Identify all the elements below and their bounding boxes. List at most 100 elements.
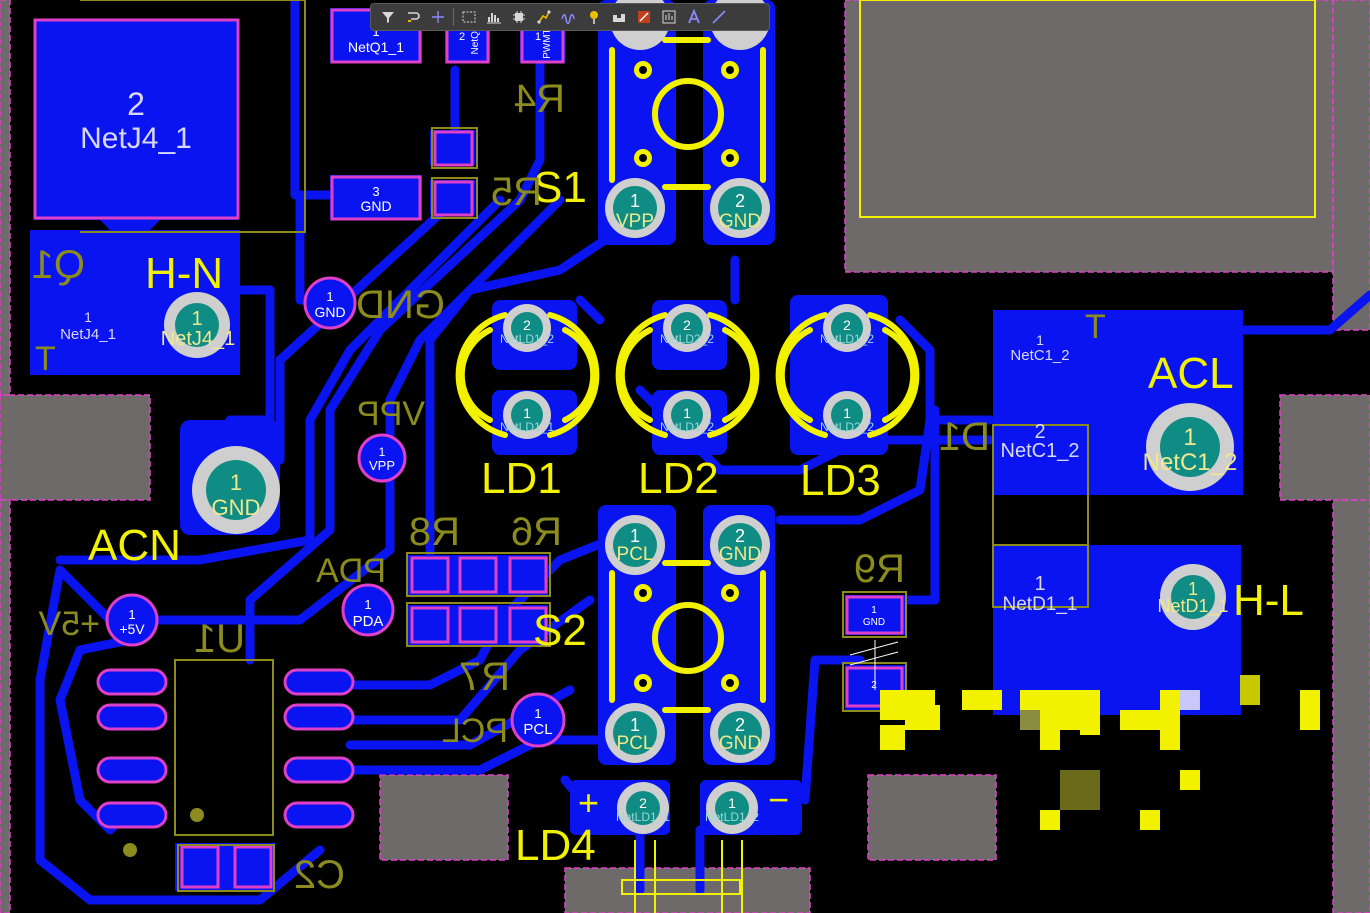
- pad-net: NetQ1_1: [348, 39, 404, 55]
- pad-num: 1: [326, 289, 333, 304]
- label-hl: H-L: [1233, 576, 1304, 625]
- pad-num: 1: [843, 405, 851, 421]
- line-icon[interactable]: [708, 6, 730, 28]
- select-rect-icon[interactable]: [458, 6, 480, 28]
- pad-net: NetJ4_1: [161, 328, 236, 350]
- grid-icon[interactable]: [658, 6, 680, 28]
- thru-hole-pads: [164, 0, 1234, 834]
- pad-num: 1: [683, 405, 691, 421]
- bar-chart-icon[interactable]: [483, 6, 505, 28]
- pad-num: 2: [523, 317, 531, 333]
- pad-labels: 2 NetJ4_1 1 NetJ4_1 1 NetJ4_1 1 NetQ1_1 …: [60, 21, 1237, 824]
- label-c2: C2: [294, 853, 345, 897]
- pad-num: 1: [535, 31, 541, 43]
- pad-net: PWMTC: [542, 21, 553, 59]
- label-s2: S2: [533, 606, 587, 655]
- label-plus: +: [578, 782, 599, 823]
- chip-icon[interactable]: [508, 6, 530, 28]
- pad-net: NetLD1_1: [500, 420, 554, 434]
- pad-num: 1: [523, 405, 531, 421]
- pad-num: 2: [735, 191, 745, 211]
- label-minus: −: [768, 779, 789, 820]
- label-u1: U1: [194, 617, 245, 661]
- pad-num: 2: [639, 795, 647, 811]
- label-ld1: LD1: [481, 454, 562, 503]
- smd-pads: [33, 8, 904, 889]
- pad-net: VPP: [616, 211, 654, 232]
- pad-num: 1: [128, 607, 135, 622]
- pad-num: 2: [871, 680, 877, 691]
- pad-net: NetLD2_2: [660, 332, 714, 346]
- pad-num: 1: [1188, 579, 1198, 599]
- pad-net: NetLD2_2: [820, 420, 874, 434]
- label-5v-silk: +5V: [38, 605, 100, 643]
- label-gnd-silk: GND: [356, 283, 445, 327]
- pad-net: NetD1_1: [1003, 594, 1078, 615]
- pad-net: PCL: [523, 721, 552, 738]
- pad-num: 1: [1183, 424, 1196, 451]
- route-icon[interactable]: [402, 6, 424, 28]
- pad-num: 1: [379, 445, 386, 459]
- pad-num: 1: [728, 795, 736, 811]
- pad-net: GND: [719, 733, 761, 754]
- text-icon[interactable]: [683, 6, 705, 28]
- render-artifacts: [880, 675, 1320, 830]
- pad-num: 1: [630, 715, 640, 735]
- label-s1: S1: [533, 163, 587, 212]
- selection-guides: [849, 640, 899, 690]
- wire-icon[interactable]: [533, 6, 555, 28]
- pad-net: GND: [863, 617, 885, 628]
- region-icon[interactable]: [633, 6, 655, 28]
- pad-net: NetLD1_2: [660, 420, 714, 434]
- pcb-toolbar: [370, 3, 770, 31]
- label-ld3: LD3: [800, 456, 881, 505]
- label-r8: R8: [409, 510, 460, 554]
- pad-num: 1: [372, 24, 379, 39]
- label-d1: D1: [939, 415, 990, 459]
- pad-num: 1: [84, 309, 92, 325]
- pad-num: 2: [127, 86, 145, 122]
- pad-net: PCL: [617, 544, 654, 565]
- filter-icon[interactable]: [377, 6, 399, 28]
- pad-net: NetQ1: [470, 25, 481, 54]
- label-r6: R6: [511, 510, 562, 554]
- silk-dots: [123, 808, 204, 857]
- pad-net: NetJ4_1: [80, 122, 192, 155]
- pad-num: 3: [372, 184, 379, 199]
- pad-num: 1: [191, 308, 202, 330]
- pad-net: NetC1_2: [1143, 449, 1238, 476]
- pad-net: VPP: [369, 458, 395, 473]
- pad-num: 2: [843, 317, 851, 333]
- wave-icon[interactable]: [558, 6, 580, 28]
- label-hn: H-N: [145, 249, 223, 298]
- label-r7: R7: [459, 655, 510, 699]
- pad-num: 2: [735, 715, 745, 735]
- label-r4: R4: [514, 77, 565, 121]
- label-pda-silk: PDA: [316, 552, 386, 590]
- label-vpp-silk: VPP: [357, 395, 425, 433]
- label-t2: T: [1085, 308, 1106, 346]
- flag-icon[interactable]: [608, 6, 630, 28]
- pad-net: NetD1_1: [1157, 596, 1228, 617]
- label-r5: R5: [491, 170, 542, 214]
- label-acl: ACL: [1148, 349, 1234, 398]
- pad-num: 1: [1034, 573, 1045, 595]
- silk-outlines-dim: [80, 0, 1089, 892]
- cross-icon[interactable]: [427, 6, 449, 28]
- pad-net: GND: [360, 198, 391, 214]
- label-r9: R9: [854, 547, 905, 591]
- pad-net: NetLD1_2: [705, 810, 759, 824]
- pad-num: 1: [871, 605, 877, 616]
- pad-net: NetLD1_1: [616, 810, 670, 824]
- label-q1: Q1: [32, 243, 85, 287]
- pad-num: 1: [364, 597, 371, 612]
- pad-net: +5V: [119, 621, 145, 637]
- pin-icon[interactable]: [583, 6, 605, 28]
- pad-net: GND: [314, 304, 345, 320]
- label-ld4: LD4: [515, 821, 596, 870]
- toolbar-separator: [453, 8, 454, 26]
- pad-net: GND: [212, 495, 261, 520]
- pad-num: 1: [630, 526, 640, 546]
- pad-net: NetC1_2: [1001, 440, 1080, 462]
